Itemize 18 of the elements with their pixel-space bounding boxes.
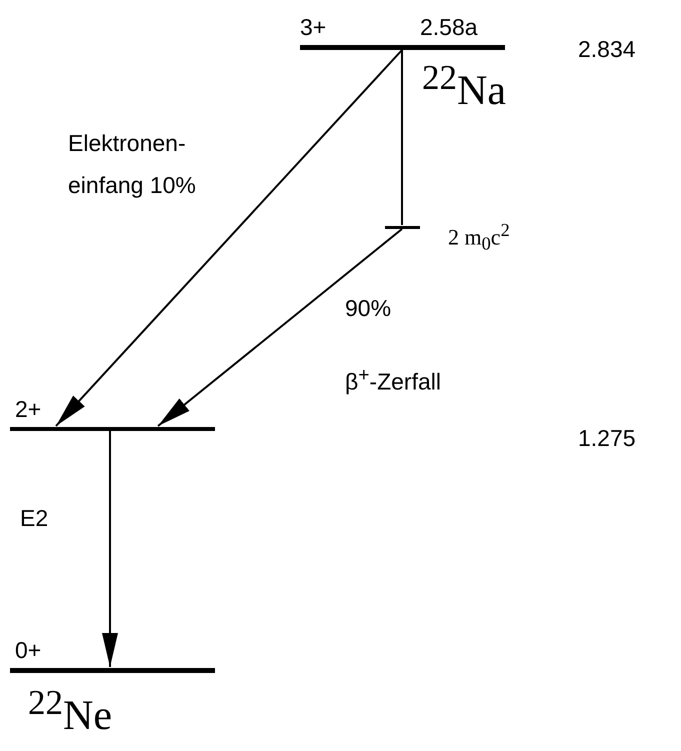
- edge-label: 90%: [345, 295, 392, 322]
- nuclide-label: $^{22}$Na: [422, 58, 506, 115]
- half-life-label: 2.58a: [420, 14, 478, 41]
- connector-line: [401, 50, 403, 225]
- arrow: [55, 49, 403, 427]
- arrow: [157, 228, 403, 427]
- spin-parity-label: 3+: [300, 14, 326, 41]
- energy-label: 2 m$_{0}$c$^{2}$: [448, 220, 510, 255]
- energy-value: 1.275: [578, 425, 636, 452]
- edge-label: E2: [20, 505, 48, 532]
- decay-label: β$^{+}$-Zerfall: [345, 365, 441, 396]
- edge-label: Elektronen- einfang 10%: [68, 129, 197, 200]
- arrow: [102, 431, 118, 667]
- energy-value: 2.834: [578, 36, 636, 63]
- spin-parity-label: 0+: [15, 637, 42, 664]
- spin-parity-label: 2+: [15, 396, 42, 423]
- energy-level: [385, 226, 420, 229]
- nuclide-label: $^{22}$Ne: [28, 683, 112, 740]
